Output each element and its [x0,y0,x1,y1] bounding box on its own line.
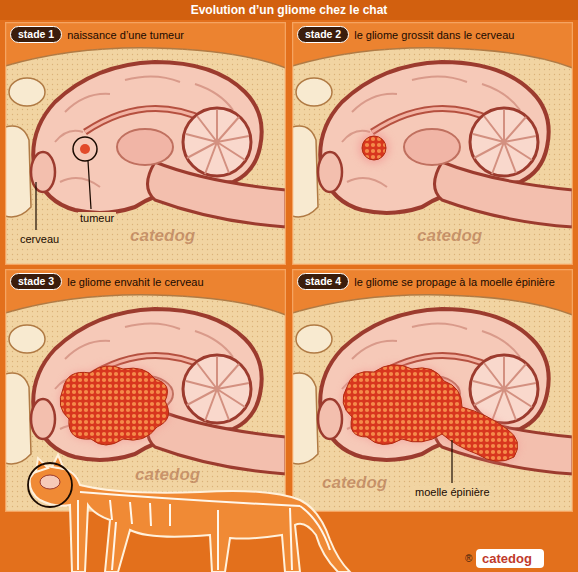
logo-patch [476,549,544,568]
stage-heading: stade 3 le gliome envahit le cerveau [10,273,204,290]
stage-1-panel [5,22,286,265]
stage-caption: le gliome grossit dans le cerveau [354,28,514,42]
stage-badge: stade 4 [297,273,349,290]
tumor [60,366,168,445]
part-label: cerveau [18,233,61,246]
watermark: catedog [130,226,195,246]
stage-2-panel [292,22,573,265]
stage-caption: le gliome se propage à la moelle épinièr… [354,275,555,289]
part-label: moelle épinière [413,486,492,499]
stage-heading: stade 2 le gliome grossit dans le cerveau [297,26,514,43]
title-bar [0,0,578,20]
brand-logo: catedog [482,551,532,566]
watermark: catedog [135,465,200,485]
diagram-title: Evolution d’un gliome chez le chat [0,0,578,20]
stage-4-panel [292,269,573,512]
tumor [343,365,518,462]
part-label: tumeur [78,212,116,225]
leader-lines [36,161,452,483]
stage-caption: le gliome envahit le cerveau [67,275,203,289]
stage-badge: stade 3 [10,273,62,290]
stage-badge: stade 1 [10,26,62,43]
tumor [362,136,386,160]
stage-caption: naissance d’une tumeur [67,28,184,42]
stage-badge: stade 2 [297,26,349,43]
tumor-circle [73,137,97,161]
registered-mark: ® [465,553,472,564]
stage-heading: stade 4 le gliome se propage à la moelle … [297,273,555,290]
watermark: catedog [417,226,482,246]
stage-3-panel [5,269,286,512]
watermark: catedog [322,473,387,493]
head-highlight-circle [28,463,72,507]
cat-skeleton [28,455,350,572]
stage-heading: stade 1 naissance d’une tumeur [10,26,184,43]
